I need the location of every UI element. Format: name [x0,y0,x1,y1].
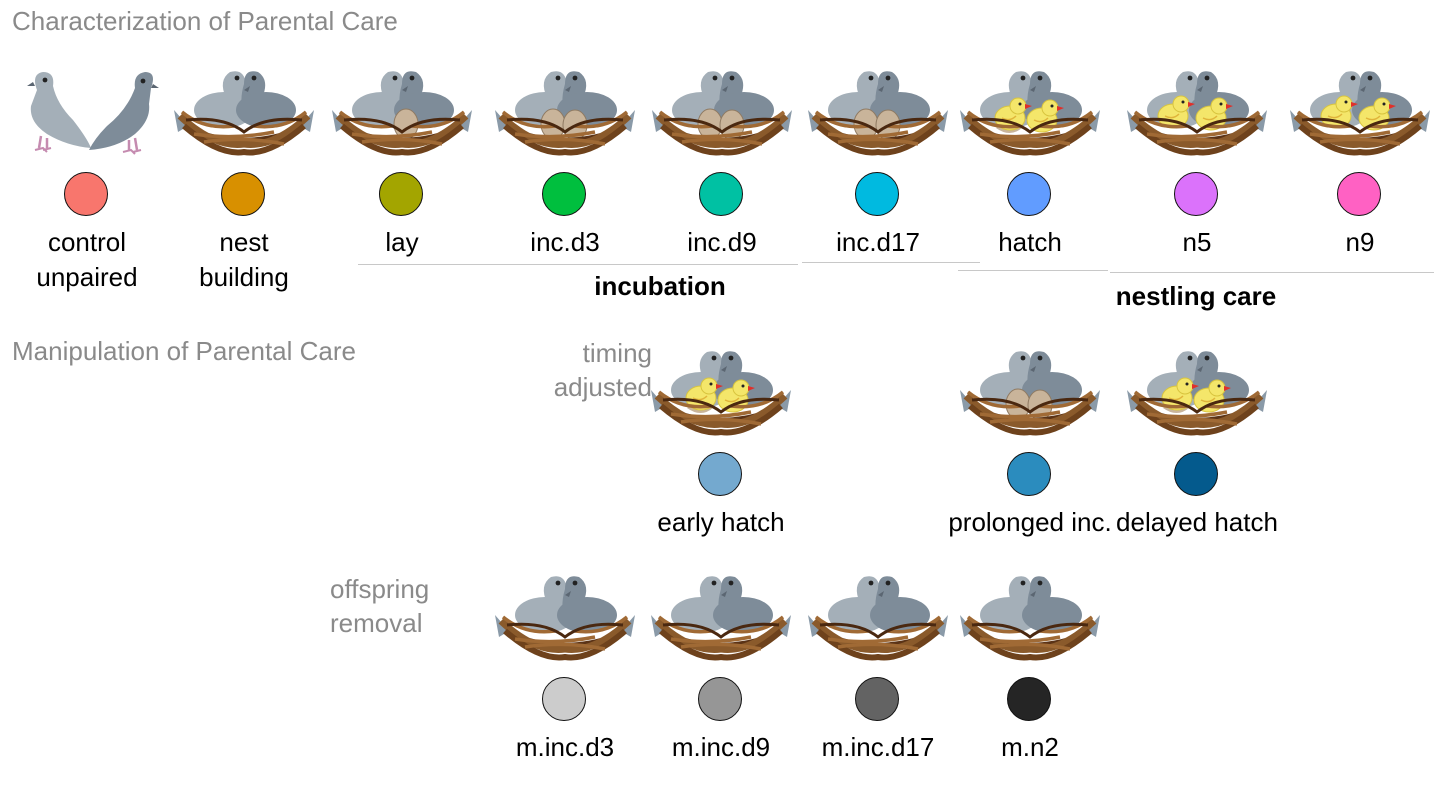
nest-hatching-illustration [651,351,791,436]
nest-icon [808,615,948,661]
legend-swatch [855,172,899,216]
stage-prolonged-inc: prolonged inc. [948,345,1112,585]
timing-adjusted-label: timing adjusted [553,338,652,402]
offspring-removal-label: offspring removal [330,574,430,638]
stage-delayed-hatch: delayed hatch [1116,345,1278,585]
nest-icon [651,390,791,436]
legend-swatch [64,172,108,216]
nest-empty-illustration [808,576,948,661]
stage-m-inc-d17: m.inc.d17 [798,570,958,810]
stage-label: inc.d17 [836,227,920,257]
stage-n9: n9 [1280,65,1434,305]
nest-icon [495,615,635,661]
chick-icon [1358,97,1396,131]
legend-swatch [1174,452,1218,496]
stage-label: hatch [998,227,1062,257]
legend-swatch [698,452,742,496]
stage-label: prolonged inc. [948,507,1112,537]
nest-icon [960,615,1100,661]
nest-hatching-illustration [1127,351,1267,436]
legend-swatch [1007,677,1051,721]
legend-swatch [221,172,265,216]
stage-nest-building: nest building [164,65,324,305]
stage-label: m.inc.d9 [671,732,771,762]
nest-chicks-illustration [1290,71,1430,156]
legend-swatch [542,172,586,216]
legend-swatch [542,677,586,721]
nestling-divider-right [1110,272,1434,273]
stage-label: m.n2 [1001,732,1059,762]
stage-n5: n5 [1117,65,1277,305]
stage-label: inc.d3 [530,227,600,257]
nest-icon [960,110,1100,156]
stage-inc-d3: inc.d3 [485,65,645,305]
legend-swatch [1337,172,1381,216]
nest-two-eggs-illustration [652,71,792,156]
stage-lay: lay [322,65,482,305]
stage-label: lay [385,227,419,257]
nest-icon [960,390,1100,436]
nest-chicks-illustration [1127,71,1267,156]
nest-icon [651,615,791,661]
stage-label: m.inc.d17 [821,732,935,762]
legend-swatch [855,677,899,721]
unpaired-birds-illustration [27,72,159,155]
nest-icon [1127,390,1267,436]
stage-label: control unpaired [36,227,138,292]
legend-swatch [698,677,742,721]
nest-icon [174,110,314,156]
stage-label: n9 [1345,227,1375,257]
nest-empty-illustration [495,576,635,661]
incubation-group-label: incubation [594,271,726,301]
stage-label: delayed hatch [1116,507,1278,537]
nest-empty-illustration [651,576,791,661]
pigeon-pair-icon [828,576,930,633]
nest-icon [332,110,472,156]
incubation-divider-left [358,264,798,265]
nestling-care-group-label: nestling care [1115,281,1277,311]
stage-control-unpaired: control unpaired [7,65,167,305]
stage-hatch: hatch [950,65,1110,305]
stage-inc-d9: inc.d9 [642,65,802,305]
stage-label: n5 [1182,227,1212,257]
nest-empty-illustration [174,71,314,156]
legend-swatch [379,172,423,216]
characterization-title: Characterization of Parental Care [12,6,398,36]
stage-m-n2: m.n2 [950,570,1110,810]
legend-swatch [1174,172,1218,216]
nest-icon [652,110,792,156]
nest-icon [1127,110,1267,156]
nest-two-eggs-illustration [960,351,1100,436]
nest-icon [808,110,948,156]
legend-swatch [699,172,743,216]
stage-label: inc.d9 [687,227,757,257]
chick-icon [1195,97,1233,131]
unpaired-pigeons-icon [27,72,159,155]
nest-icon [495,110,635,156]
manipulation-title: Manipulation of Parental Care [12,336,356,366]
nest-icon [1290,110,1430,156]
stage-early-hatch: early hatch [641,345,801,585]
nest-one-egg-illustration [332,71,472,156]
legend-swatch [1007,452,1051,496]
stage-inc-d17: inc.d17 [798,65,958,305]
stage-label: early hatch [657,507,785,537]
incubation-divider-right [802,262,980,263]
nest-two-eggs-illustration [495,71,635,156]
nest-empty-illustration [960,576,1100,661]
nest-two-eggs-illustration [808,71,948,156]
nestling-divider-left [958,270,1108,271]
nest-hatching-illustration [960,71,1100,156]
stage-m-inc-d3: m.inc.d3 [485,570,645,810]
stage-m-inc-d9: m.inc.d9 [641,570,801,810]
stage-label: nest building [199,227,289,292]
legend-swatch [1007,172,1051,216]
stage-label: m.inc.d3 [515,732,615,762]
